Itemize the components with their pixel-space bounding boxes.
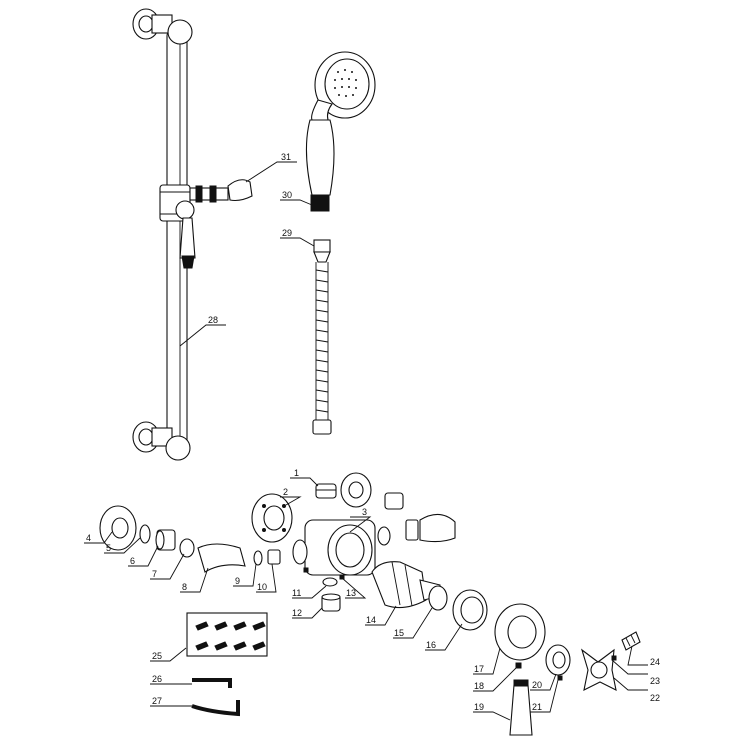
callout-31: 31 (281, 152, 291, 162)
callout-5: 5 (106, 543, 111, 553)
spray-holes (334, 69, 357, 97)
callout-17: 17 (474, 664, 484, 674)
shower-hose (312, 239, 332, 435)
callout-4: 4 (86, 533, 91, 543)
callout-20: 20 (532, 680, 542, 690)
callout-1: 1 (294, 468, 299, 478)
callout-28: 28 (208, 315, 218, 325)
callout-29: 29 (282, 228, 292, 238)
callout-11: 11 (292, 588, 301, 598)
callout-26: 26 (152, 674, 162, 684)
callout-16: 16 (426, 640, 436, 650)
callout-6: 6 (130, 556, 135, 566)
callout-10: 10 (257, 582, 267, 592)
callout-30: 30 (282, 190, 292, 200)
screw-kit (186, 612, 268, 657)
callout-25: 25 (152, 651, 162, 661)
callout-12: 12 (292, 608, 302, 618)
callout-27: 27 (152, 696, 162, 706)
callout-13: 13 (346, 588, 356, 598)
callout-7: 7 (152, 569, 157, 579)
shower-handset (305, 51, 376, 212)
callout-23: 23 (650, 676, 660, 686)
riser-rail (132, 8, 253, 461)
callout-9: 9 (235, 576, 240, 586)
leader-lines (84, 161, 648, 721)
callout-15: 15 (394, 628, 404, 638)
callout-19: 19 (474, 702, 484, 712)
valve-assembly (99, 472, 641, 736)
callout-labels: 1 2 3 4 5 6 7 8 9 10 11 12 13 14 15 16 1… (86, 152, 660, 712)
callout-8: 8 (182, 582, 187, 592)
callout-3: 3 (362, 507, 367, 517)
callout-24: 24 (650, 657, 660, 667)
callout-18: 18 (474, 681, 484, 691)
callout-2: 2 (283, 487, 288, 497)
callout-21: 21 (532, 702, 542, 712)
callout-14: 14 (366, 615, 376, 625)
callout-22: 22 (650, 693, 660, 703)
allen-keys (191, 678, 240, 717)
